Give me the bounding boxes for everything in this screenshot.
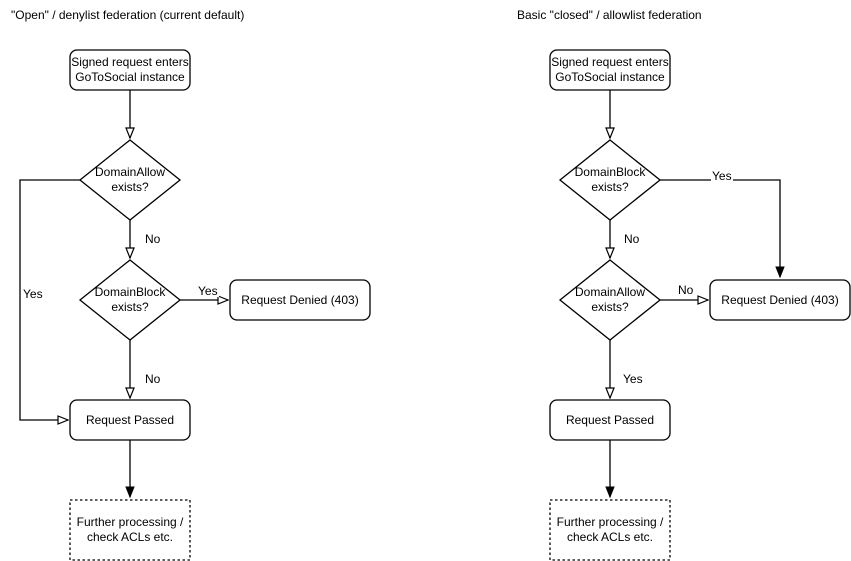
right-start-node-shape	[549, 49, 671, 91]
right-label-yes-denied: Yes	[711, 169, 733, 183]
left-label-yes-branch: Yes	[22, 287, 44, 301]
left-denied-node-shape	[229, 279, 371, 321]
left-edge-decision-top-yes-branch	[19, 179, 80, 420]
right-further-node-shape	[549, 499, 671, 561]
right-flowchart	[549, 49, 851, 561]
left-decision-top-shape	[78, 139, 182, 221]
right-label-no-top: No	[623, 232, 641, 246]
left-decision-bottom-shape	[78, 259, 182, 341]
right-decision-bottom-shape	[558, 259, 662, 341]
right-decision-top-shape	[558, 139, 662, 221]
left-label-no-top: No	[144, 232, 162, 246]
left-start-node-shape	[69, 49, 191, 91]
right-passed-node-shape	[549, 399, 671, 441]
left-passed-node-shape	[69, 399, 191, 441]
left-further-node-shape	[69, 499, 191, 561]
right-label-no-denied: No	[677, 283, 695, 297]
left-flowchart	[19, 49, 371, 561]
left-label-yes-denied: Yes	[197, 284, 219, 298]
right-chart-title: Basic "closed" / allowlist federation	[517, 8, 702, 22]
right-denied-node-shape	[709, 279, 851, 321]
left-chart-title: "Open" / denylist federation (current de…	[11, 8, 245, 22]
left-label-no-bottom: No	[144, 372, 162, 386]
right-label-yes-bottom: Yes	[622, 372, 644, 386]
right-edge-decision-top-yes-to-denied	[660, 179, 780, 277]
